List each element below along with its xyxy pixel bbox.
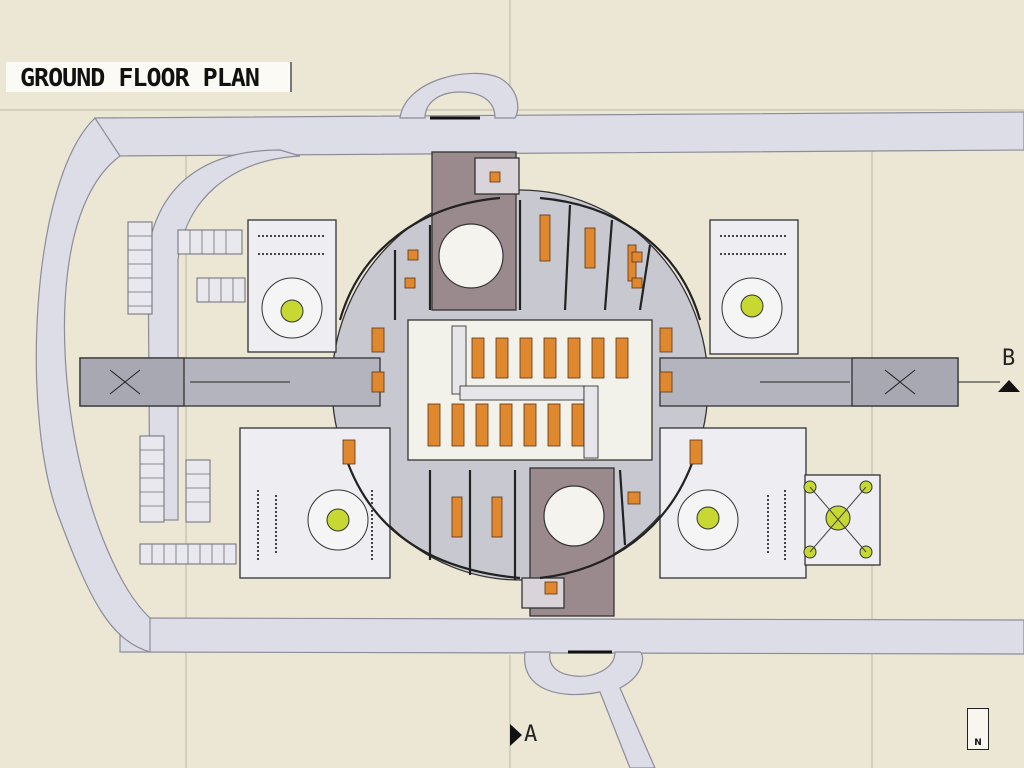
section-marker-b-label: B	[1002, 346, 1016, 371]
north-arrow: N	[967, 708, 989, 750]
section-marker-a-graphic	[510, 724, 522, 746]
stairs	[451, 325, 599, 459]
north-arrow-label: N	[974, 738, 982, 748]
greenery	[261, 277, 873, 559]
road-bottom	[119, 617, 1024, 655]
parking-stall-lines	[128, 230, 234, 564]
road-network	[35, 72, 1024, 768]
core-voids	[438, 223, 605, 547]
section-marker-a-label: A	[524, 722, 538, 747]
road-top-loop	[399, 72, 519, 119]
radial-walls	[338, 196, 702, 580]
seating-rows	[257, 235, 788, 560]
drawing-title: GROUND FLOOR PLAN	[20, 62, 260, 92]
road-bottom-loop	[524, 651, 656, 768]
title-block: GROUND FLOOR PLAN	[6, 62, 292, 92]
road-left-loop	[35, 117, 151, 653]
wing-details	[109, 369, 916, 395]
road-top	[94, 111, 1024, 157]
section-marker-b-graphic	[958, 380, 1020, 392]
furniture-orange	[342, 171, 703, 595]
